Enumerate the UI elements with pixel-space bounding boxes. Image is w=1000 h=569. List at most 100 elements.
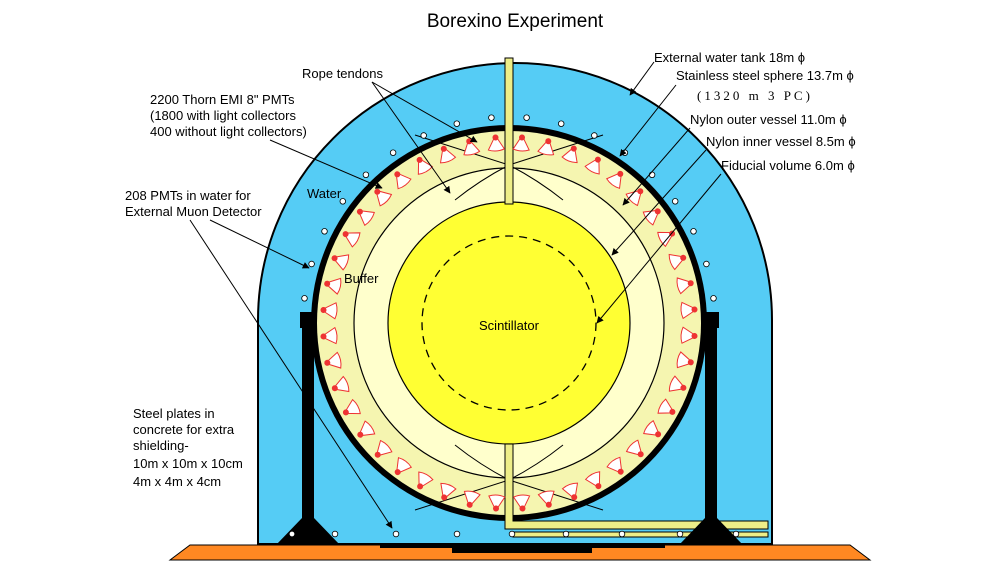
water-pmt <box>389 149 397 156</box>
pmt <box>356 208 375 227</box>
pmt <box>440 482 457 501</box>
label-steel-2: concrete for extra <box>133 422 235 437</box>
leader-lines <box>189 61 722 529</box>
pmt <box>605 170 624 189</box>
pmt <box>643 419 662 438</box>
pmt <box>657 398 676 415</box>
label-steel-3: shielding- <box>133 438 189 453</box>
water-pmt <box>301 295 308 302</box>
pmt <box>668 253 687 271</box>
pmt <box>439 145 457 164</box>
label-pmts-2: (1800 with light collectors <box>150 108 296 123</box>
label-muon-2: External Muon Detector <box>125 204 262 219</box>
water-pmt <box>339 198 346 205</box>
pmt <box>320 302 338 320</box>
label-steel-sphere: Stainless steel sphere 13.7m ϕ <box>676 68 854 83</box>
pmt <box>394 171 412 190</box>
label-outer-vessel: Nylon outer vessel 11.0m ϕ <box>690 112 847 127</box>
pmt <box>606 456 624 475</box>
label-muon-1: 208 PMTs in water for <box>125 188 251 203</box>
pmt <box>625 188 644 207</box>
water-pmt <box>321 228 328 235</box>
label-inner-vessel: Nylon inner vessel 8.5m ϕ <box>706 134 856 149</box>
support-left <box>276 312 340 545</box>
pmt <box>537 138 555 156</box>
pmt <box>668 375 687 392</box>
label-pmts-3: 400 without light collectors) <box>150 124 307 139</box>
label-buffer: Buffer <box>344 271 379 286</box>
floor-pmt <box>331 530 339 538</box>
label-pmts-1: 2200 Thorn EMI 8" PMTs <box>150 92 295 107</box>
water-pmt <box>672 198 679 205</box>
pmt <box>374 188 393 207</box>
label-rope-tendons: Rope tendons <box>302 66 383 81</box>
floor-pmt <box>453 530 461 538</box>
rope-tendons <box>414 134 604 511</box>
pmt <box>417 471 434 490</box>
water-pmt <box>648 171 656 178</box>
label-steel-sphere-sub: (1320 m 3 PC) <box>697 88 813 103</box>
support-right <box>679 312 743 545</box>
pmt <box>331 375 350 393</box>
water-pmt <box>690 228 697 235</box>
water-pmt <box>453 120 460 127</box>
water-pmt-set <box>288 114 740 538</box>
label-scintillator: Scintillator <box>479 318 540 333</box>
floor-pmt <box>732 530 740 538</box>
pmt <box>342 231 361 248</box>
pmt <box>680 326 698 344</box>
water-pmt <box>591 132 598 139</box>
water-pmt <box>710 295 717 302</box>
pmt <box>331 254 350 271</box>
pmt <box>463 490 481 508</box>
pmt <box>342 398 361 416</box>
pmt <box>394 457 413 476</box>
label-fiducial: Fiducial volume 6.0m ϕ <box>721 158 855 173</box>
pmt <box>680 301 698 320</box>
sphere-pmt-ring <box>320 134 698 512</box>
pmt <box>320 326 338 345</box>
floor-pmt <box>288 530 296 538</box>
diagram-title: Borexino Experiment <box>427 11 604 32</box>
pmt <box>488 494 506 512</box>
floor-pmt <box>392 530 400 538</box>
water-pmt <box>420 132 427 139</box>
pmt <box>584 156 601 175</box>
water-pmt <box>703 260 710 268</box>
label-water: Water <box>307 186 342 201</box>
floor-pmt <box>676 530 684 538</box>
label-water-tank: External water tank 18m ϕ <box>654 50 805 65</box>
steel-plate-small <box>452 548 592 553</box>
bottom-pipe <box>504 443 769 530</box>
water-pmt <box>308 260 315 268</box>
water-pmt <box>488 114 495 121</box>
label-steel-4: 10m x 10m x 10cm <box>133 456 243 471</box>
top-pipe <box>504 57 514 205</box>
pmt <box>676 277 694 295</box>
pmt <box>642 208 661 226</box>
label-steel-1: Steel plates in <box>133 406 215 421</box>
water-pmt <box>362 171 370 178</box>
pmt <box>625 439 644 458</box>
pmt <box>537 490 555 508</box>
floor-pmt <box>618 530 626 538</box>
pmt <box>374 439 393 458</box>
floor-pmt <box>562 530 570 538</box>
floor-pmt <box>508 530 516 538</box>
water-pmt <box>558 120 565 127</box>
label-steel-5: 4m x 4m x 4cm <box>133 474 221 489</box>
pmt <box>561 482 579 501</box>
pmt <box>561 145 578 164</box>
pmt <box>676 351 694 369</box>
pmt <box>512 494 531 512</box>
pmt <box>416 156 434 175</box>
pmt <box>324 351 342 369</box>
pmt <box>357 420 376 438</box>
pmt <box>512 134 530 152</box>
pmt <box>584 471 602 490</box>
pmt <box>324 277 342 295</box>
fiducial-volume <box>421 235 597 411</box>
pmt <box>487 134 506 152</box>
